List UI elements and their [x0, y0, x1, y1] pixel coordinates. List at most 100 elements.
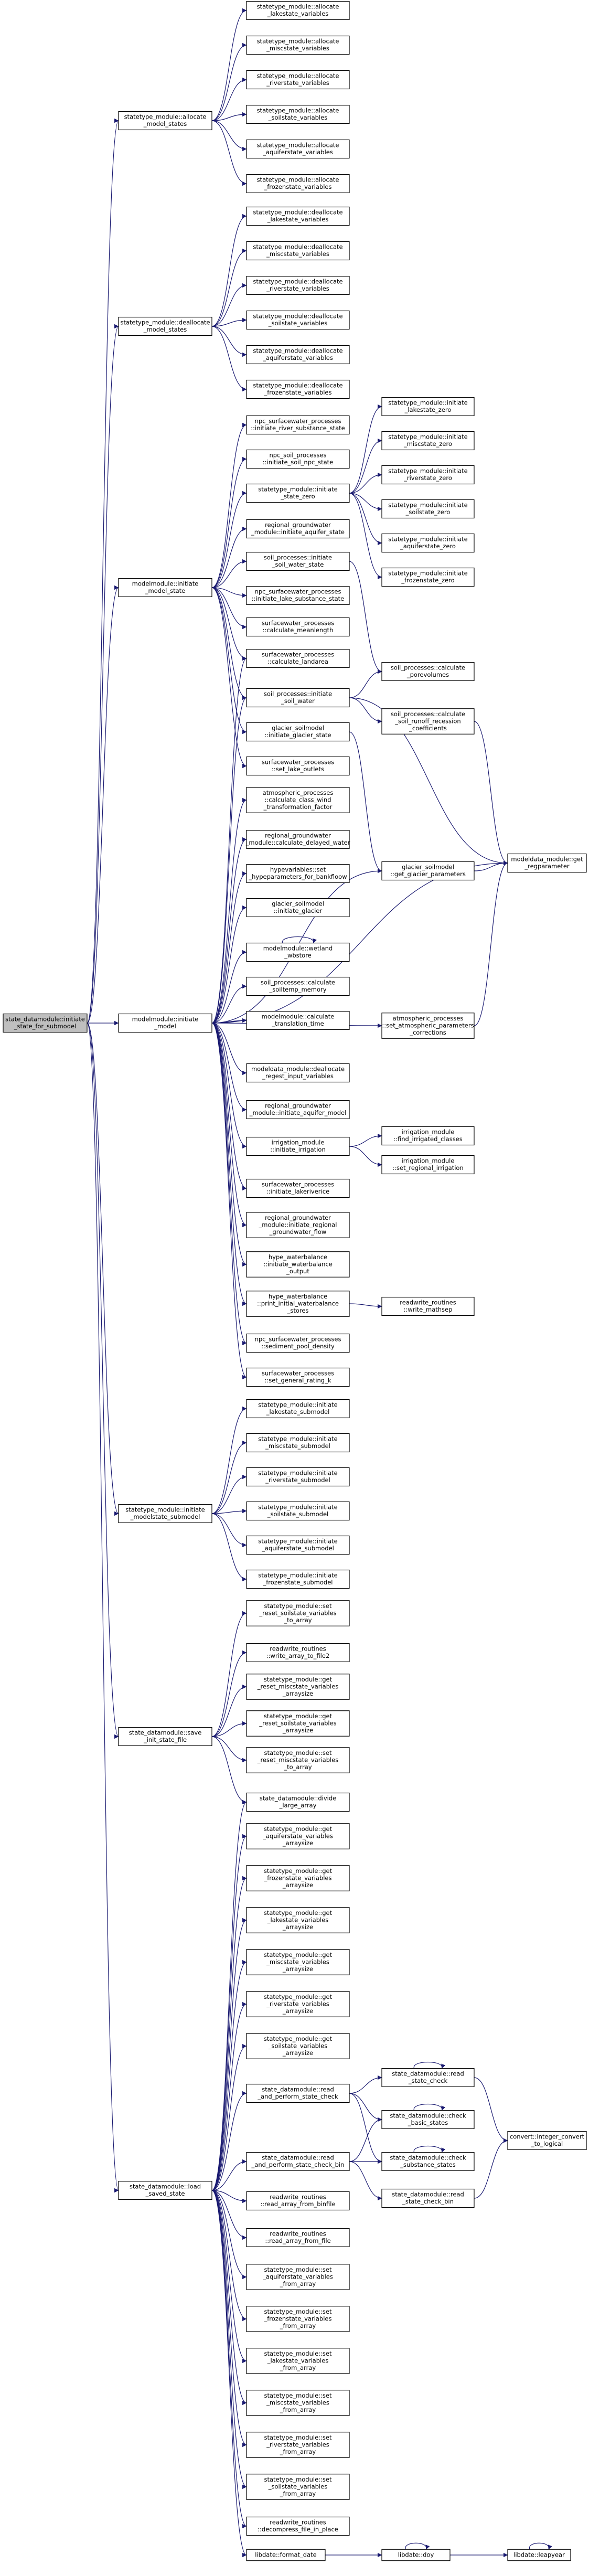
node-divide[interactable]: state_datamodule::divide_large_array — [246, 1792, 350, 1812]
node-rpsc[interactable]: state_datamodule::read_and_perform_state… — [246, 2083, 350, 2103]
node-delay[interactable]: regional_groundwater_module::calculate_d… — [245, 829, 350, 849]
node-box — [381, 861, 475, 881]
node-z6[interactable]: statetype_module::initiate_frozenstate_z… — [381, 567, 475, 587]
node-dereg[interactable]: modeldata_module::deallocate_regest_inpu… — [246, 1063, 350, 1083]
node-load[interactable]: state_datamodule::load_saved_state — [118, 2180, 212, 2200]
node-d5[interactable]: statetype_module::deallocate_aquiferstat… — [246, 345, 350, 365]
node-cbs[interactable]: state_datamodule::check_basic_states — [381, 2110, 475, 2130]
node-d2[interactable]: statetype_module::deallocate_miscstate_v… — [246, 241, 350, 261]
node-wbflow[interactable]: hype_waterbalance::print_initial_waterba… — [246, 1291, 350, 1317]
node-glparam[interactable]: glacier_soilmodel::get_glacier_parameter… — [381, 861, 475, 881]
node-npc2[interactable]: npc_surfacewater_processes::initiate_lak… — [246, 586, 350, 605]
node-wetland[interactable]: modelmodule::wetland_wbstore — [246, 942, 350, 962]
node-s2[interactable]: statetype_module::initiate_miscstate_sub… — [246, 1433, 350, 1453]
node-d6[interactable]: statetype_module::deallocate_frozenstate… — [246, 379, 350, 399]
node-sed[interactable]: npc_surfacewater_processes::sediment_poo… — [246, 1333, 350, 1353]
node-d4[interactable]: statetype_module::deallocate_soilstate_v… — [246, 310, 350, 330]
node-d3[interactable]: statetype_module::deallocate_riverstate_… — [246, 275, 350, 295]
node-rgiam[interactable]: regional_groundwater_module::initiate_aq… — [246, 1100, 350, 1120]
node-irr1[interactable]: irrigation_module::find_irrigated_classe… — [381, 1126, 475, 1146]
node-v5[interactable]: statetype_module::set_reset_miscstate_va… — [246, 1747, 350, 1773]
node-a3[interactable]: statetype_module::allocate_riverstate_va… — [246, 70, 350, 90]
node-rafb[interactable]: readwrite_routines::read_array_from_binf… — [246, 2191, 350, 2211]
node-npcsoil[interactable]: npc_soil_processes::initiate_soil_npc_st… — [246, 449, 350, 469]
node-fmt[interactable]: libdate::format_date — [246, 2549, 326, 2561]
node-doy[interactable]: libdate::doy — [381, 2549, 451, 2561]
node-wbout[interactable]: hype_waterbalance::initiate_waterbalance… — [246, 1251, 350, 1278]
node-z1[interactable]: statetype_module::initiate_lakestate_zer… — [381, 397, 475, 417]
node-save[interactable]: state_datamodule::save_init_state_file — [118, 1727, 212, 1747]
node-wind[interactable]: atmospheric_processes::calculate_class_w… — [246, 787, 350, 813]
node-rgaq[interactable]: regional_groundwater_module::initiate_aq… — [246, 519, 350, 539]
node-irr2[interactable]: irrigation_module::set_regional_irrigati… — [381, 1155, 475, 1175]
node-rscb[interactable]: state_datamodule::read_state_check_bin — [381, 2188, 475, 2208]
node-css[interactable]: state_datamodule::check_substance_states — [381, 2152, 475, 2171]
node-irr[interactable]: irrigation_module::initiate_irrigation — [246, 1136, 350, 1156]
node-npc1[interactable]: npc_surfacewater_processes::initiate_riv… — [246, 415, 350, 435]
node-v2[interactable]: readwrite_routines::write_array_to_file2 — [246, 1643, 350, 1663]
node-t5[interactable]: statetype_module::set_riverstate_variabl… — [246, 2432, 350, 2458]
node-swml[interactable]: surfacewater_processes::calculate_meanle… — [246, 617, 350, 637]
node-box — [118, 111, 212, 131]
node-spsws[interactable]: soil_processes::initiate_soil_water_stat… — [246, 551, 350, 571]
node-v4[interactable]: statetype_module::get_reset_soilstate_va… — [246, 1710, 350, 1737]
node-imsub[interactable]: statetype_module::initiate_modelstate_su… — [118, 1504, 212, 1524]
node-iglac[interactable]: glacier_soilmodel::initiate_glacier — [246, 898, 350, 918]
node-rpscb[interactable]: state_datamodule::read_and_perform_state… — [246, 2152, 350, 2171]
node-izero[interactable]: statetype_module::initiate_state_zero — [246, 483, 350, 503]
node-t2[interactable]: statetype_module::set_frozenstate_variab… — [246, 2306, 350, 2332]
node-v3[interactable]: statetype_module::get_reset_miscstate_va… — [246, 1674, 350, 1700]
node-glst[interactable]: glacier_soilmodel::initiate_glacier_stat… — [246, 722, 350, 742]
node-g6[interactable]: statetype_module::get_soilstate_variable… — [246, 2033, 350, 2059]
node-t1[interactable]: statetype_module::set_aquiferstate_varia… — [246, 2264, 350, 2290]
node-g2[interactable]: statetype_module::get_frozenstate_variab… — [246, 1865, 350, 1891]
node-pore[interactable]: soil_processes::calculate_porevolumes — [381, 662, 475, 682]
node-s1[interactable]: statetype_module::initiate_lakestate_sub… — [246, 1399, 350, 1419]
node-decomp[interactable]: readwrite_routines::decompress_file_in_p… — [246, 2516, 350, 2536]
node-imodel[interactable]: modelmodule::initiate_model — [118, 1013, 212, 1033]
node-g4[interactable]: statetype_module::get_miscstate_variable… — [246, 1949, 350, 1975]
node-rgflow[interactable]: regional_groundwater_module::initiate_re… — [246, 1212, 350, 1238]
node-mathsep[interactable]: readwrite_routines::write_mathsep — [381, 1296, 475, 1316]
node-t6[interactable]: statetype_module::set_soilstate_variable… — [246, 2474, 350, 2500]
node-d1[interactable]: statetype_module::deallocate_lakestate_v… — [246, 206, 350, 226]
node-g3[interactable]: statetype_module::get_lakestate_variable… — [246, 1907, 350, 1933]
node-v1[interactable]: statetype_module::set_reset_soilstate_va… — [246, 1600, 350, 1626]
node-z2[interactable]: statetype_module::initiate_miscstate_zer… — [381, 431, 475, 451]
node-z4[interactable]: statetype_module::initiate_soilstate_zer… — [381, 499, 475, 519]
node-leap[interactable]: libdate::leapyear — [507, 2549, 571, 2561]
node-runoff[interactable]: soil_processes::calculate_soil_runoff_re… — [381, 708, 475, 735]
node-conv[interactable]: convert::integer_convert_to_logical — [507, 2131, 587, 2151]
node-g1[interactable]: statetype_module::get_aquiferstate_varia… — [246, 1823, 350, 1849]
node-root[interactable]: state_datamodule::initiate_state_for_sub… — [3, 1013, 88, 1033]
node-a2[interactable]: statetype_module::allocate_miscstate_var… — [246, 35, 350, 55]
node-rating[interactable]: surfacewater_processes::set_general_rati… — [246, 1367, 350, 1387]
node-alloc[interactable]: statetype_module::allocate_model_states — [118, 111, 212, 131]
node-s4[interactable]: statetype_module::initiate_soilstate_sub… — [246, 1501, 350, 1521]
node-rsc[interactable]: state_datamodule::read_state_check — [381, 2068, 475, 2088]
node-a6[interactable]: statetype_module::allocate_frozenstate_v… — [246, 174, 350, 194]
node-swla[interactable]: surfacewater_processes::calculate_landar… — [246, 648, 350, 668]
node-s5[interactable]: statetype_module::initiate_aquiferstate_… — [246, 1535, 350, 1555]
node-a4[interactable]: statetype_module::allocate_soilstate_var… — [246, 104, 350, 124]
node-dealloc[interactable]: statetype_module::deallocate_model_state… — [118, 316, 212, 336]
node-t4[interactable]: statetype_module::set_miscstate_variable… — [246, 2390, 350, 2416]
node-outlets[interactable]: surfacewater_processes::set_lake_outlets — [246, 756, 350, 776]
node-s3[interactable]: statetype_module::initiate_riverstate_su… — [246, 1467, 350, 1487]
node-soilmem[interactable]: soil_processes::calculate_soiltemp_memor… — [246, 976, 350, 996]
node-bank[interactable]: hypevariables::set_hypeparameters_for_ba… — [246, 864, 350, 883]
node-raff[interactable]: readwrite_routines::read_array_from_file — [246, 2228, 350, 2248]
node-z5[interactable]: statetype_module::initiate_aquiferstate_… — [381, 533, 475, 553]
node-a1[interactable]: statetype_module::allocate_lakestate_var… — [246, 1, 350, 20]
node-imstate[interactable]: modelmodule::initiate_model_state — [118, 578, 212, 598]
node-getreg[interactable]: modeldata_module::get_regparameter — [507, 853, 587, 873]
node-atmos[interactable]: atmospheric_processes::set_atmospheric_p… — [381, 1013, 475, 1039]
node-a5[interactable]: statetype_module::allocate_aquiferstate_… — [246, 139, 350, 159]
node-z3[interactable]: statetype_module::initiate_riverstate_ze… — [381, 465, 475, 485]
node-s6[interactable]: statetype_module::initiate_frozenstate_s… — [246, 1569, 350, 1589]
node-spsw[interactable]: soil_processes::initiate_soil_water — [246, 688, 350, 708]
node-t3[interactable]: statetype_module::set_lakestate_variable… — [246, 2348, 350, 2374]
node-swlake[interactable]: surfacewater_processes::initiate_lakeriv… — [246, 1178, 350, 1198]
node-g5[interactable]: statetype_module::get_riverstate_variabl… — [246, 1991, 350, 2017]
node-trans[interactable]: modelmodule::calculate_translation_time — [246, 1010, 350, 1030]
